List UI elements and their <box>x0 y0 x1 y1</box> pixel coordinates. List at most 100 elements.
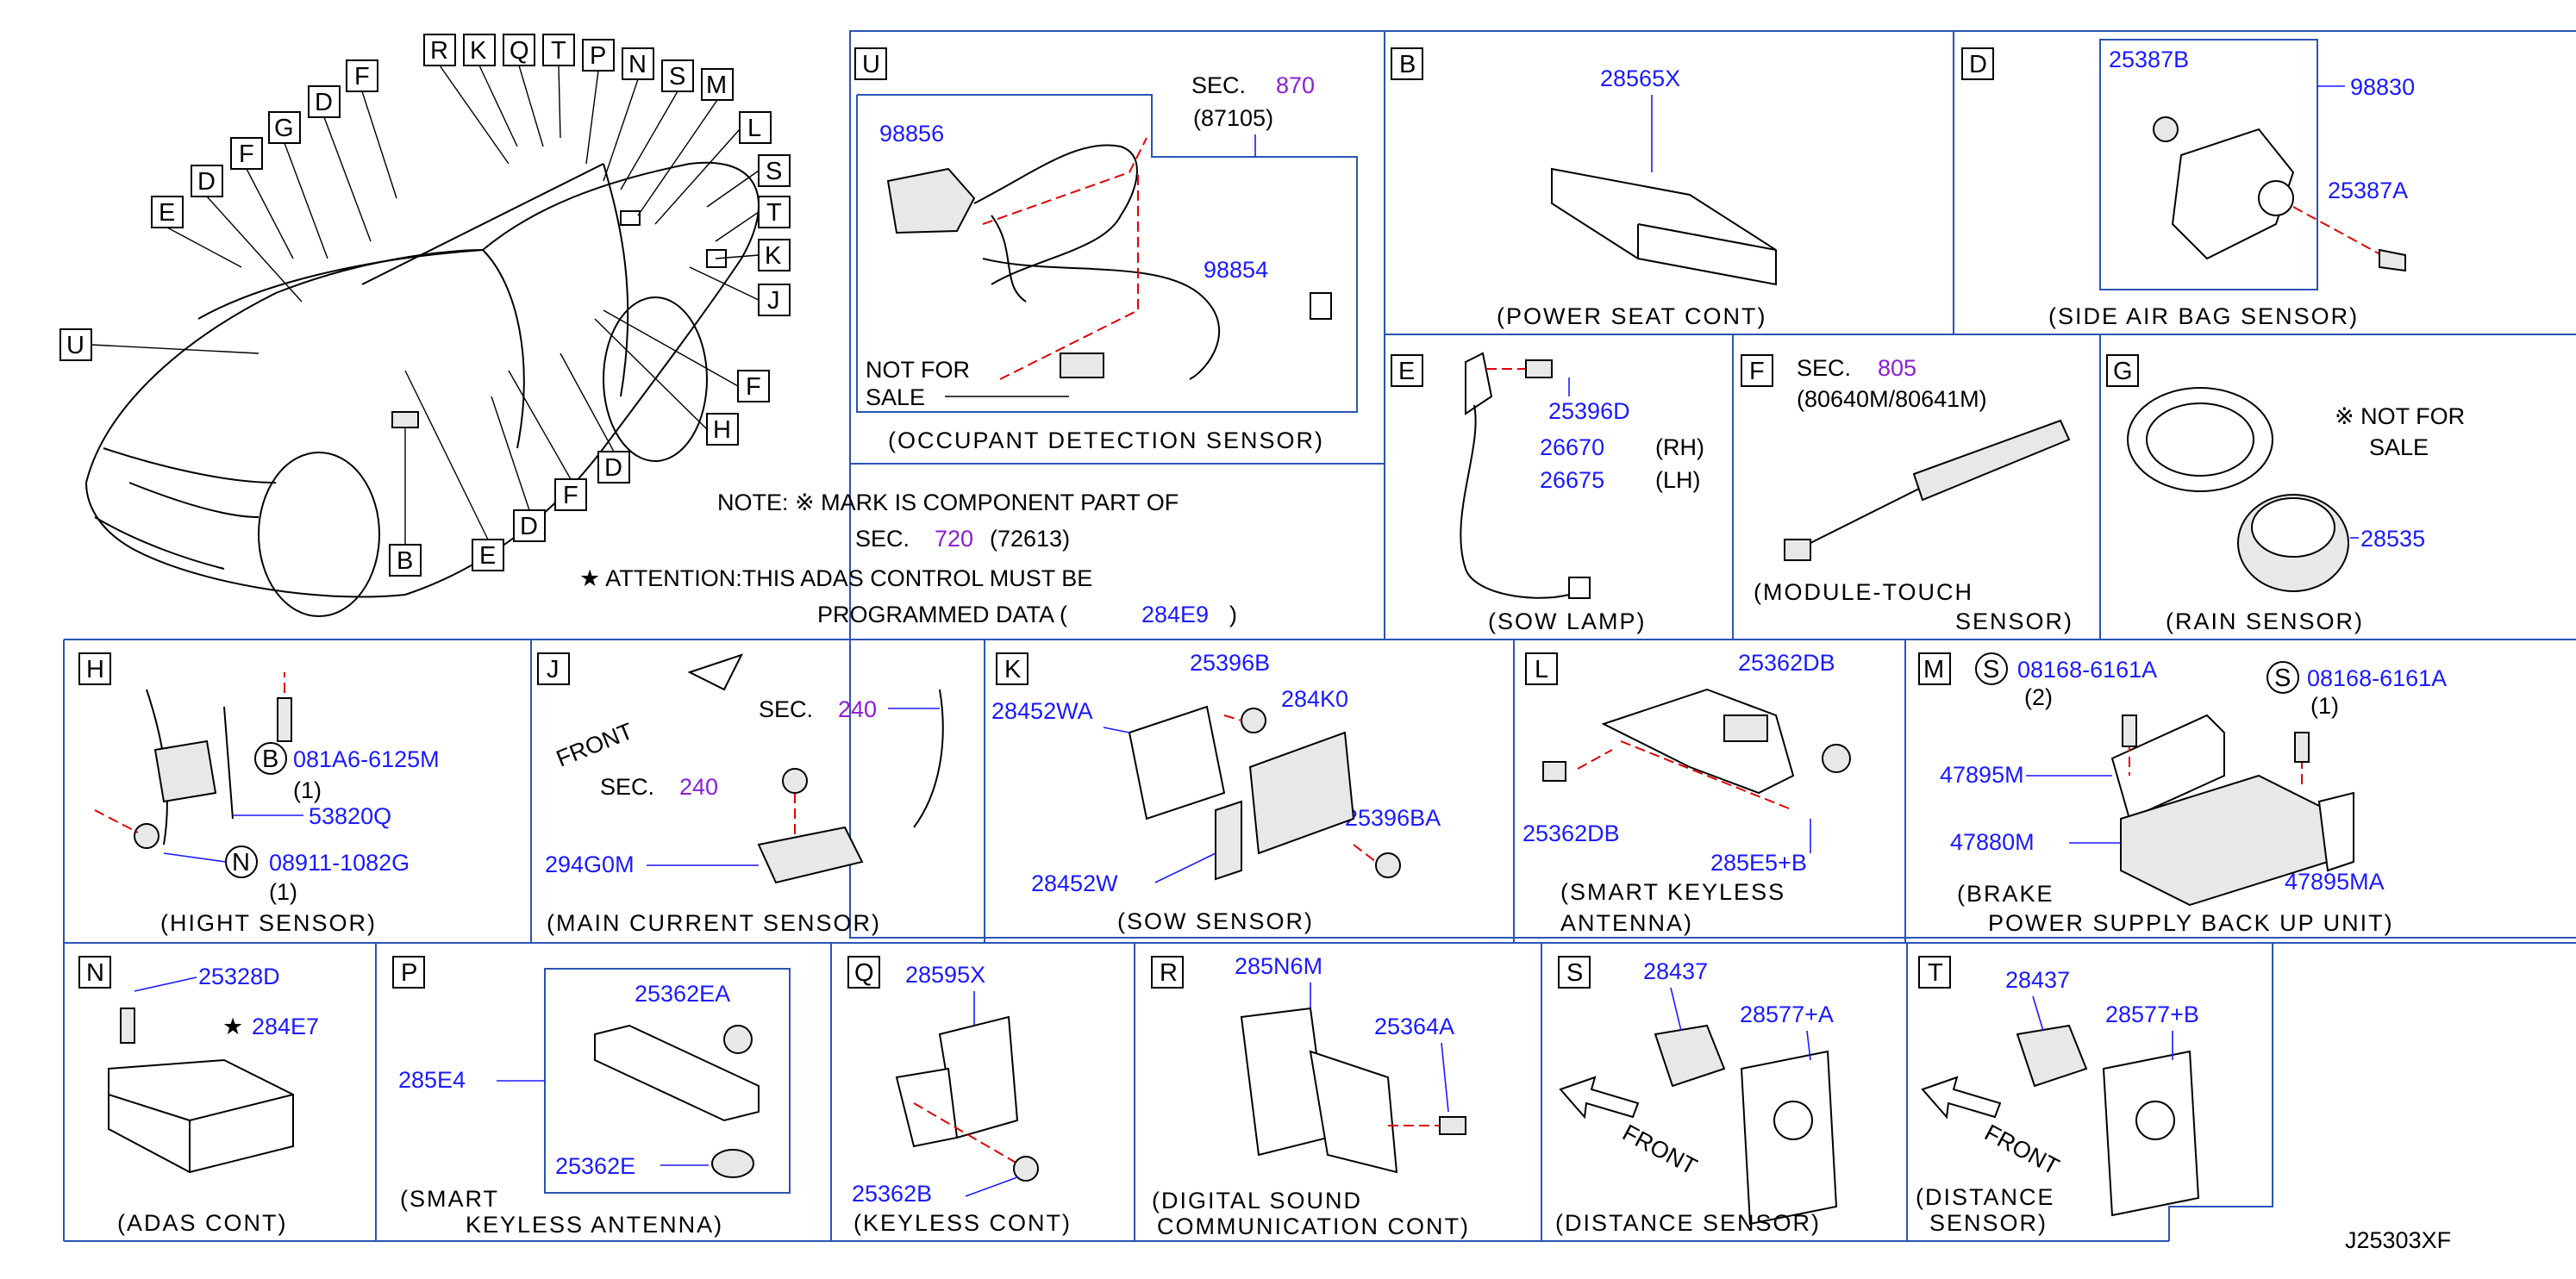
panel-n: N 25328D ★ 284E7 (ADAS CONT) <box>78 956 319 1236</box>
panel-r: R 285N6M 25364A (DIGITAL SOUND COMMUNICA… <box>1151 953 1468 1239</box>
panel-e-letter: E <box>1398 358 1415 385</box>
overview-callouts: R K Q T P N S M F D G F D E L S T K J U … <box>59 34 791 577</box>
overview-label-t: T <box>551 37 566 65</box>
panel-h-qty-n: (1) <box>269 879 297 905</box>
panel-t-caption-2: SENSOR) <box>1929 1210 2048 1236</box>
overview-label-f3: F <box>746 373 761 401</box>
panel-e-rh: (RH) <box>1655 434 1704 460</box>
panel-r-letter: R <box>1160 959 1178 987</box>
note-block: NOTE: ※ MARK IS COMPONENT PART OF SEC. 7… <box>579 490 1237 627</box>
panel-q: Q 28595X 25362B (KEYLESS CONT) <box>847 956 1072 1236</box>
panel-s-caption: (DISTANCE SENSOR) <box>1555 1210 1821 1236</box>
panel-s-front: FRONT <box>1618 1120 1701 1180</box>
panel-k-caption: (SOW SENSOR) <box>1117 908 1314 934</box>
panel-u-part-98856: 98856 <box>879 121 944 147</box>
sow-sensor-bracket <box>1128 705 1226 820</box>
panel-p-letter: P <box>401 959 417 987</box>
panel-u-sec-ref: (87105) <box>1193 105 1273 131</box>
panel-l-part-285e5b: 285E5+B <box>1710 850 1807 876</box>
note-sec-ref: (72613) <box>990 526 1070 552</box>
panel-d-part-98830: 98830 <box>2350 74 2415 100</box>
overview-label-s2: S <box>766 158 782 185</box>
panel-r-part-25364a: 25364A <box>1374 1014 1454 1039</box>
panel-n-part-284e7: 284E7 <box>252 1014 319 1039</box>
panel-l-part-25362db-top: 25362DB <box>1738 650 1835 676</box>
panel-k-part-28452w: 28452W <box>1031 870 1118 896</box>
panel-b-caption: (POWER SEAT CONT) <box>1497 303 1767 329</box>
distance-sensor-s <box>1654 1024 1726 1088</box>
panel-b-part-28565x: 28565X <box>1600 66 1680 91</box>
attention-line-close: ) <box>1229 602 1237 627</box>
height-sensor-body <box>153 739 217 803</box>
panel-m-qty-s1: (2) <box>2024 684 2053 710</box>
panel-f: F SEC. 805 (80640M/80641M) (MODULE-TOUCH… <box>1741 354 2073 634</box>
panel-m-part-s1: 08168-6161A <box>2017 657 2157 683</box>
panel-g-caption: (RAIN SENSOR) <box>2166 608 2364 634</box>
panel-h-circle-b: B <box>262 746 278 773</box>
panel-g-letter: G <box>2113 358 2133 385</box>
sow-lamp-screw <box>1525 359 1553 378</box>
brake-psbu-bracket-right <box>2317 791 2354 872</box>
panel-g-not-for-sale-2: SALE <box>2369 434 2429 460</box>
panel-f-caption-2: SENSOR) <box>1955 608 2073 634</box>
panel-n-caption: (ADAS CONT) <box>117 1210 288 1236</box>
overview-label-g: G <box>274 115 294 142</box>
panel-d-part-25387b: 25387B <box>2109 47 2189 72</box>
overview-label-t2: T <box>766 199 782 227</box>
panel-t-letter: T <box>1928 959 1943 987</box>
frame-lines <box>63 30 2576 1242</box>
brake-psbu-bracket-left <box>2110 714 2225 820</box>
panel-t-part-28437: 28437 <box>2005 967 2070 993</box>
overview-label-q: Q <box>510 37 529 65</box>
panel-e-caption: (SOW LAMP) <box>1488 608 1647 634</box>
overview-label-e1: E <box>159 199 175 227</box>
panel-p: P 25362EA 285E4 25362E (SMART KEYLESS AN… <box>392 956 791 1238</box>
side-airbag-bolt <box>2379 248 2406 272</box>
panel-t-front-arrow <box>1921 1076 2002 1120</box>
panel-g-not-for-sale-1: ※ NOT FOR <box>2335 403 2465 429</box>
panel-q-part-28595x: 28595X <box>905 962 985 988</box>
side-airbag-nut <box>2153 116 2179 142</box>
panel-s-letter: S <box>1566 959 1583 987</box>
overview-label-h: H <box>713 416 731 444</box>
note-sec-label: SEC. <box>855 526 910 552</box>
panel-j-caption: (MAIN CURRENT SENSOR) <box>547 910 881 936</box>
panel-t-caption-1: (DISTANCE <box>1916 1184 2055 1210</box>
note-line-1: NOTE: ※ MARK IS COMPONENT PART OF <box>717 490 1179 515</box>
panel-m-qty-s2: (1) <box>2310 693 2339 719</box>
panel-u-not-for-sale-2: SALE <box>866 384 925 410</box>
overview-label-n: N <box>628 51 647 78</box>
panel-f-letter: F <box>1749 358 1765 385</box>
overview-label-r: R <box>430 37 448 65</box>
panel-q-caption: (KEYLESS CONT) <box>853 1210 1072 1236</box>
panel-h: H B 081A6-6125M (1) 53820Q N 08911-1082G… <box>78 652 440 936</box>
panel-b: B 28565X (POWER SEAT CONT) <box>1391 47 1777 329</box>
panel-e-part-25396d: 25396D <box>1548 398 1630 424</box>
overview-label-s: S <box>669 63 685 90</box>
panel-n-part-25328d: 25328D <box>198 964 280 989</box>
panel-u-sec-num: 870 <box>1276 72 1315 98</box>
height-sensor-nut <box>134 823 159 849</box>
power-seat-controller <box>1551 167 1777 286</box>
panel-h-caption: (HIGHT SENSOR) <box>160 910 377 936</box>
panel-p-part-25362ea: 25362EA <box>635 981 730 1007</box>
panel-d-letter: D <box>1969 51 1987 78</box>
overview-leader-lines <box>91 65 760 545</box>
panel-s: S 28437 28577+A FRONT (DISTANCE SENSOR) <box>1555 956 1838 1236</box>
panel-m-caption-1: (BRAKE <box>1957 881 2054 907</box>
panel-u-caption: (OCCUPANT DETECTION SENSOR) <box>888 427 1324 453</box>
overview-label-k2: K <box>765 242 782 270</box>
panel-k-part-284k0: 284K0 <box>1281 686 1348 712</box>
panel-k: K 25396B 284K0 28452WA 25396BA 28452W (S… <box>991 650 1441 934</box>
panel-f-sec-label: SEC. <box>1797 355 1851 381</box>
panel-u-sec-label: SEC. <box>1191 72 1246 98</box>
height-sensor-bolt <box>277 697 292 742</box>
attention-line-2: PROGRAMMED DATA ( <box>817 602 1067 627</box>
panel-h-part-081a6: 081A6-6125M <box>293 746 440 772</box>
panel-s-part-28577a: 28577+A <box>1740 1001 1834 1027</box>
panel-p-part-285e4: 285E4 <box>398 1067 466 1093</box>
overview-label-d1: D <box>315 89 333 116</box>
panel-p-part-25362e: 25362E <box>555 1153 635 1179</box>
panel-h-letter: H <box>86 656 104 683</box>
panel-l-caption-1: (SMART KEYLESS <box>1560 879 1785 905</box>
